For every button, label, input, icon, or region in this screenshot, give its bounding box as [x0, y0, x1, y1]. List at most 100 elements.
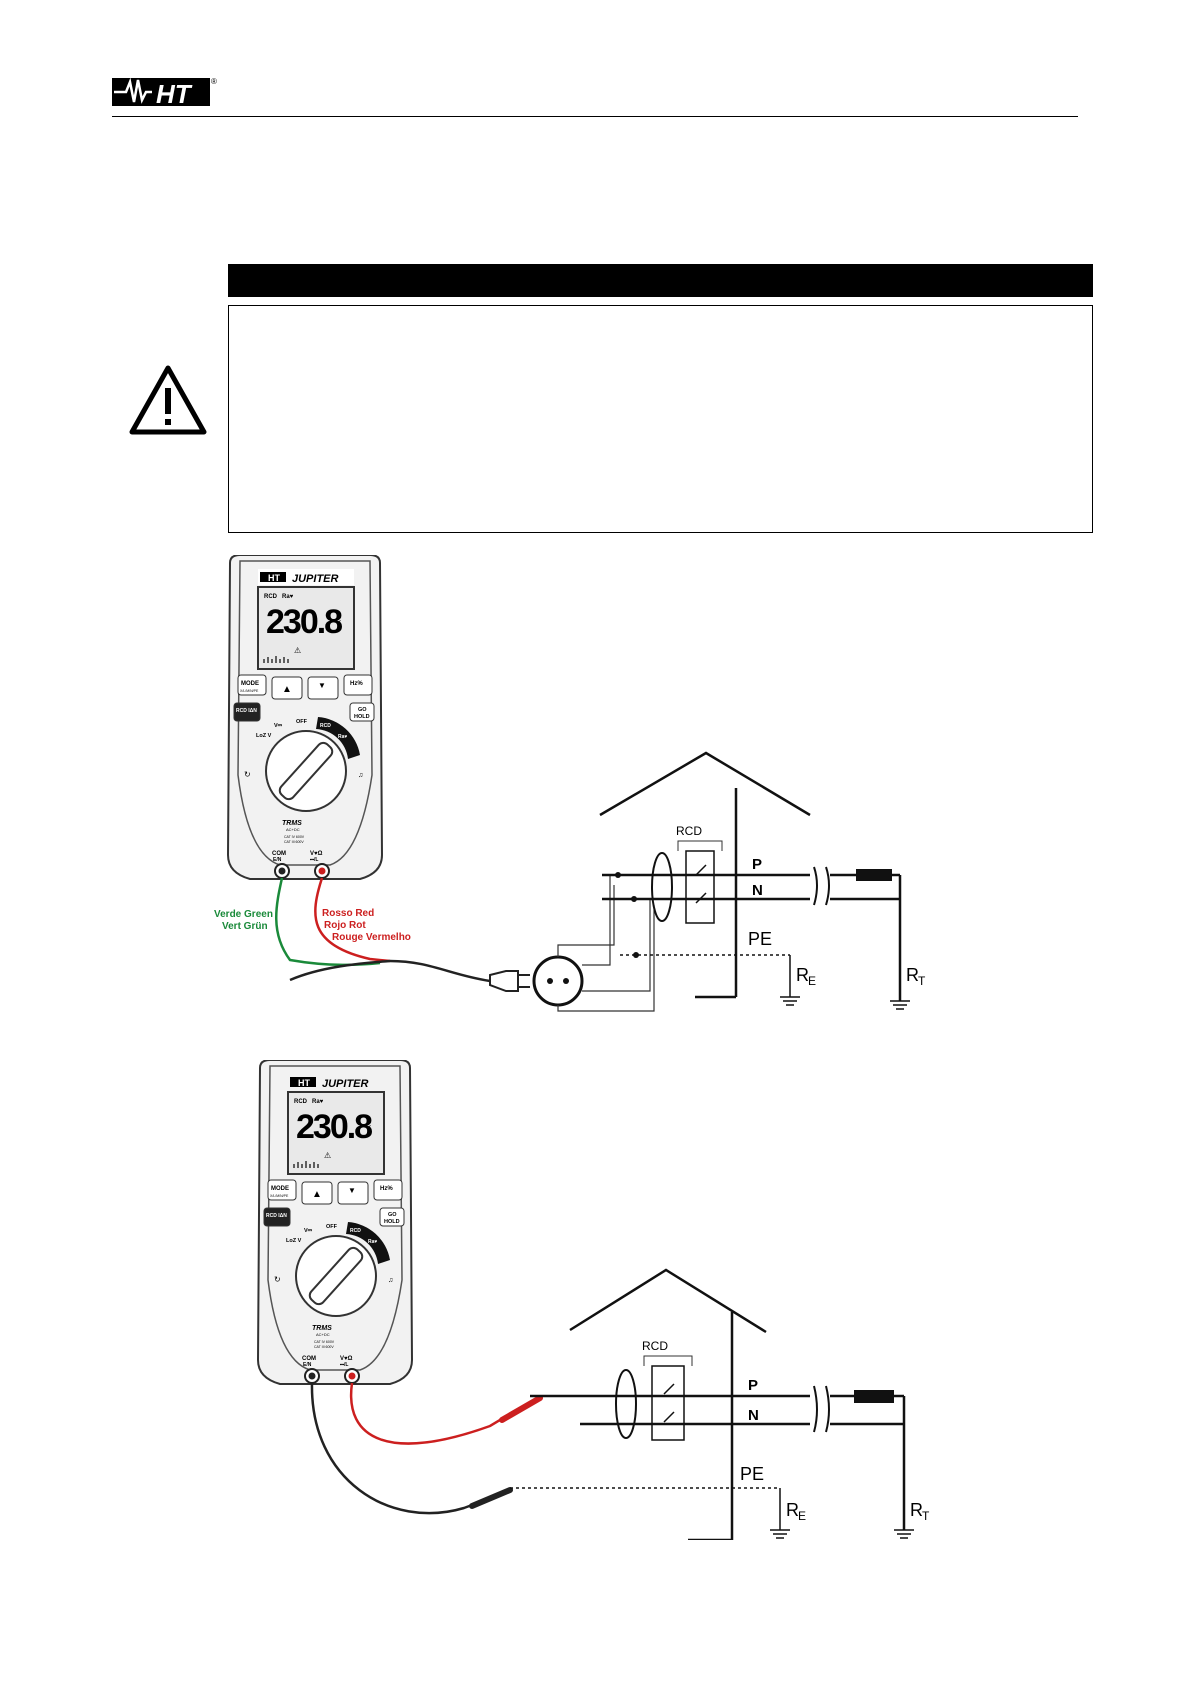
rcd-button-2[interactable] — [263, 1207, 291, 1227]
red-probe-lead — [349, 1382, 511, 1445]
mode-sub-label: X/L/M/N/PE — [240, 689, 259, 693]
red-lead — [314, 877, 391, 963]
mains-cable — [389, 959, 491, 983]
rt-sub-label: T — [918, 974, 926, 988]
display-mode-2: Ra♥ — [282, 594, 294, 600]
dial-v-label: V⎓ — [274, 723, 283, 729]
schuko-plug — [489, 970, 530, 992]
warning-box — [228, 305, 1093, 533]
v-terminal-sub-2: ⎓/L — [340, 1362, 348, 1368]
earth-rt-icon-2 — [894, 1529, 914, 1539]
display-mode: RCD — [264, 594, 278, 600]
rt-sub-label-2: T — [922, 1509, 930, 1523]
hold-label: HOLD — [354, 714, 370, 720]
dial-off-label: OFF — [296, 719, 308, 725]
trms-sub-label-2: AC+DC — [316, 1332, 330, 1337]
figure-meter-socket: HT JUPITER RCD Ra♥ 230.8 V ⚠ MODE X/L/M/… — [214, 555, 926, 1012]
phase-label: P — [752, 856, 762, 873]
down-button[interactable] — [307, 676, 339, 700]
rt-label: R — [906, 965, 919, 985]
display-reading-2: 230.8 — [296, 1108, 372, 1146]
rcd-label: RCD IΔN — [236, 708, 257, 714]
mode-button-2[interactable] — [267, 1179, 297, 1201]
v-terminal-sub: ⎓/L — [310, 857, 318, 863]
re-sub-label-2: E — [798, 1509, 806, 1523]
com-terminal-sub: E/N — [273, 857, 282, 863]
transformer-winding-2 — [854, 1390, 894, 1403]
hz-label: Hz% — [350, 681, 363, 687]
mode-button[interactable] — [237, 674, 267, 696]
red-lead-label-2: Rojo Rot — [324, 920, 366, 931]
earth-re-icon — [780, 996, 800, 1006]
neutral-label: N — [752, 882, 763, 899]
cat-rating-1b: CAT IV 600V — [314, 1340, 335, 1344]
neutral-label-2: N — [748, 1407, 759, 1424]
svg-text:↻: ↻ — [274, 1275, 281, 1284]
down-arrow-icon: ▼ — [318, 681, 326, 690]
rcd-label: RCD — [676, 824, 702, 838]
hold-label-2: HOLD — [384, 1219, 400, 1225]
go-hold-button[interactable] — [349, 702, 375, 722]
earth-re-icon-2 — [770, 1529, 790, 1539]
ht-logo: HT ® — [112, 77, 217, 109]
hz-button[interactable] — [343, 674, 373, 696]
re-sub-label: E — [808, 974, 816, 988]
go-hold-button-2[interactable] — [379, 1207, 405, 1227]
svg-text:♫: ♫ — [388, 1277, 393, 1284]
black-probe-lead — [310, 1382, 481, 1515]
hz-button-2[interactable] — [373, 1179, 403, 1201]
cat-rating-1: CAT IV 600V — [284, 835, 305, 839]
warning-triangle-icon — [129, 365, 207, 435]
display-mode-b2: Ra♥ — [312, 1099, 324, 1105]
cat-rating-2b: CAT III 600V — [314, 1345, 334, 1349]
cat-rating-2: CAT III 600V — [284, 840, 304, 844]
com-terminal-label: COM — [272, 851, 286, 857]
up-arrow-icon: ▲ — [282, 684, 292, 695]
trms-sub-label: AC+DC — [286, 827, 300, 832]
pe-label: PE — [748, 929, 772, 949]
header-rule — [112, 116, 1078, 117]
figure-meter-direct: HT JUPITER RCD Ra♥ 230.8 V ⚠ MODE X/L/M/… — [256, 1060, 930, 1540]
trms-label: TRMS — [282, 820, 302, 827]
display-unit: V — [336, 620, 341, 627]
v-terminal-label: V♥Ω — [310, 851, 323, 857]
svg-text:↻: ↻ — [244, 770, 251, 779]
warning-title-bar — [228, 264, 1093, 297]
green-lead-label: Verde Green — [214, 909, 273, 920]
v-terminal-label-2: V♥Ω — [340, 1356, 353, 1362]
re-label-2: R — [786, 1500, 799, 1520]
meter-brand: HT — [268, 573, 280, 583]
red-lead-label: Rosso Red — [322, 908, 374, 919]
down-button-2[interactable] — [337, 1181, 369, 1205]
re-label: R — [796, 965, 809, 985]
up-arrow-icon-2: ▲ — [312, 1189, 322, 1200]
up-button[interactable] — [271, 676, 303, 700]
dial-v-label-2: V⎓ — [304, 1228, 313, 1234]
rcd-device — [685, 850, 715, 924]
dial-ra-label-2: Ra♥ — [368, 1239, 377, 1245]
display-mode-b: RCD — [294, 1099, 308, 1105]
rt-label-2: R — [910, 1500, 923, 1520]
up-button-2[interactable] — [301, 1181, 333, 1205]
multimeter-2: HT JUPITER RCD Ra♥ 230.8 V ⚠ MODE X/L/M/… — [256, 1060, 414, 1385]
rcd-label-2: RCD — [642, 1339, 668, 1353]
meter-display-2 — [287, 1091, 385, 1175]
hz-label-2: Hz% — [380, 1186, 393, 1192]
rcd-device-2 — [651, 1365, 685, 1441]
dial-loz-label: LoZ V — [256, 733, 272, 739]
dial-ra-label: Ra♥ — [338, 734, 347, 740]
down-arrow-icon-2: ▼ — [348, 1186, 356, 1195]
mode-label: MODE — [241, 681, 259, 687]
pe-label-2: PE — [740, 1464, 764, 1484]
rcd-button[interactable] — [233, 702, 261, 722]
com-terminal-label-2: COM — [302, 1356, 316, 1362]
trms-label-2: TRMS — [312, 1325, 332, 1332]
display-unit-2: V — [366, 1125, 371, 1132]
meter-brand-2: HT — [298, 1078, 310, 1088]
com-terminal-sub-2: E/N — [303, 1362, 312, 1368]
dial-loz-label-2: LoZ V — [286, 1238, 302, 1244]
earth-rt-icon — [890, 1000, 910, 1010]
rcd-label-2: RCD IΔN — [266, 1213, 287, 1219]
go-label-2: GO — [388, 1212, 397, 1218]
mode-sub-label-2: X/L/M/N/PE — [270, 1194, 289, 1198]
